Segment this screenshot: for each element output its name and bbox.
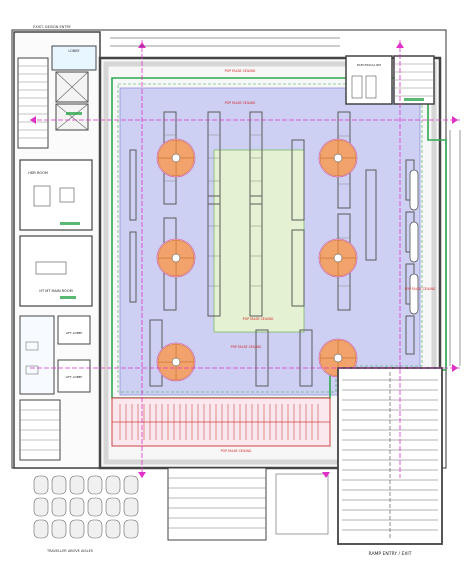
lobby-label: LOBBY — [68, 49, 80, 53]
table-cluster — [156, 138, 196, 178]
ramp-label: RAMP ENTRY / EXIT — [369, 551, 412, 557]
table-cluster — [318, 138, 358, 178]
lift-lobby-2-label: LIFT LOBBY — [66, 375, 83, 379]
hdr-room — [19, 159, 93, 231]
rack — [365, 169, 377, 261]
bottom-left-note: TRAVELLER ABOVE AISLES — [46, 549, 94, 553]
top-left-header: EXIST. DESIGN ENTRY — [33, 25, 72, 29]
ceiling-label-6: POP FALSE CEILING — [405, 287, 436, 291]
lift-lobby-1-label: LIFT LOBBY — [66, 331, 83, 335]
grid-lines — [30, 40, 460, 478]
rack — [291, 229, 305, 307]
ceiling-label-1: POP FALSE CEILING — [225, 101, 256, 105]
ht-mt-main-room — [19, 235, 93, 307]
rack — [255, 329, 269, 387]
table-cluster — [156, 238, 196, 278]
rack — [299, 329, 313, 387]
entrance-steps — [167, 467, 267, 541]
table-cluster — [318, 238, 358, 278]
ceiling-label-2: POP FALSE CEILING — [225, 69, 256, 73]
hdr-room-label: HDR ROOM — [28, 171, 48, 175]
long-tables — [409, 169, 419, 315]
electrical-room — [345, 55, 393, 105]
grid-markers — [30, 42, 458, 478]
ceiling-label-4: POP FALSE CEILING — [231, 345, 262, 349]
ht-mt-room-label: HT MT MAIN ROOM — [39, 289, 72, 293]
ceiling-label-3: POP FALSE CEILING — [243, 317, 274, 321]
office-room — [19, 315, 55, 395]
stair-left — [17, 57, 49, 149]
central-zone — [213, 149, 305, 333]
lift-lobby-1-room — [57, 315, 91, 345]
table-cluster — [156, 342, 196, 382]
lift-lobby-2-room — [57, 359, 91, 393]
rack — [291, 139, 305, 221]
electrical-room-label: ELECTRICAL RM — [357, 63, 381, 67]
ceiling-label-5: POP FALSE CEILING — [221, 449, 252, 453]
parking-grid — [33, 475, 139, 539]
lobby-room — [51, 45, 97, 71]
